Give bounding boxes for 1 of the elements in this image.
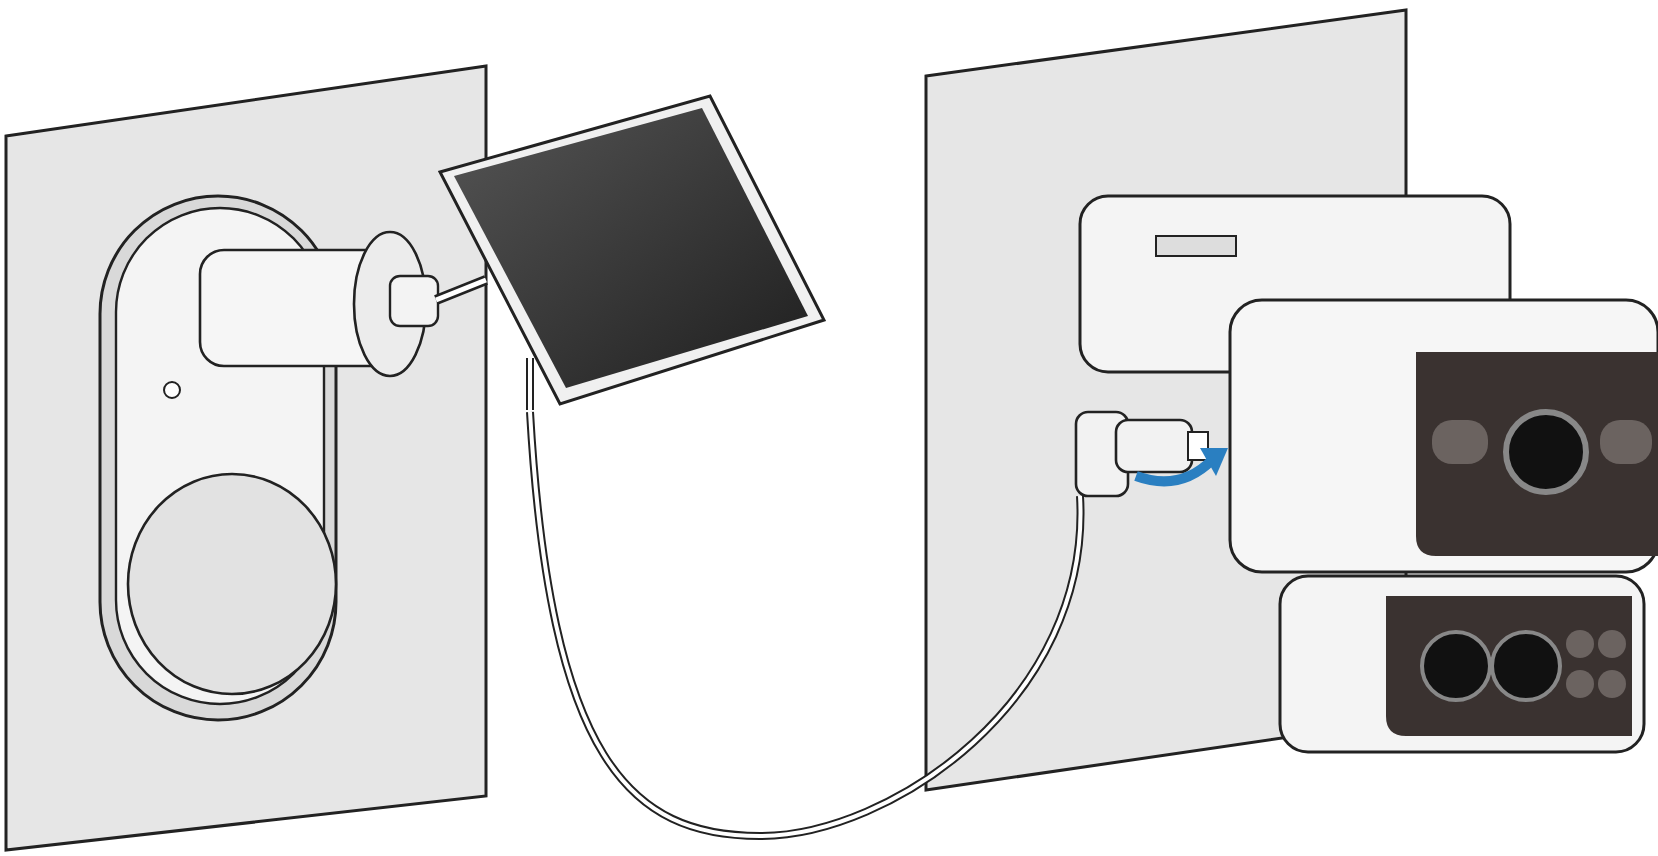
cable bbox=[526, 411, 1084, 840]
